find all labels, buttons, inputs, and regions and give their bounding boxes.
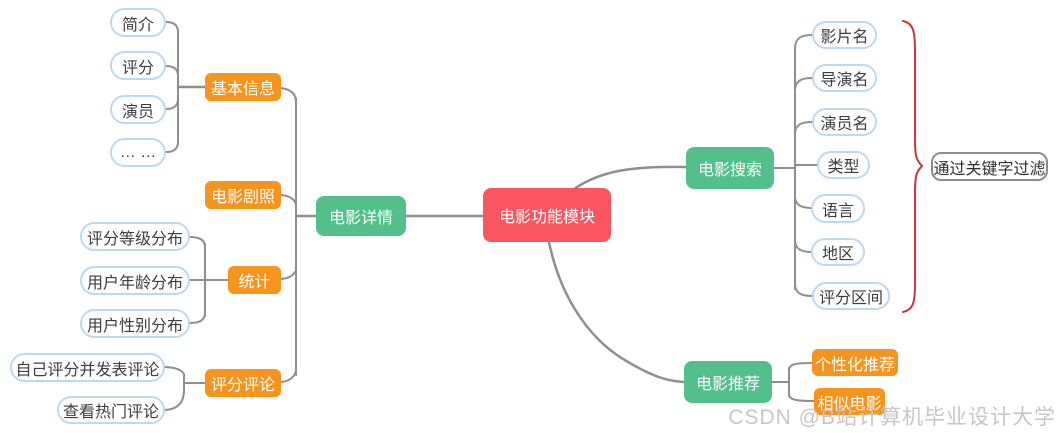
connector <box>794 77 813 92</box>
connector <box>794 195 812 209</box>
leaf-film-name[interactable]: 影片名 <box>812 21 877 49</box>
connector <box>547 240 686 384</box>
connector <box>280 87 297 103</box>
leaf-user-gender-dist[interactable]: 用户性别分布 <box>80 309 190 338</box>
node-comments[interactable]: 评分评论 <box>205 369 281 397</box>
leaf-rating[interactable]: 评分 <box>110 51 166 80</box>
branch-movie-recommend[interactable]: 电影推荐 <box>684 361 772 403</box>
node-personalized-recommend[interactable]: 个性化推荐 <box>812 349 898 376</box>
connector <box>280 370 297 383</box>
note-keyword-filter[interactable]: 通过关键字过滤 <box>931 152 1048 181</box>
connector <box>788 393 815 402</box>
connector <box>165 21 179 33</box>
connector-lines <box>164 21 818 411</box>
leaf-genre[interactable]: 类型 <box>817 151 870 179</box>
leaf-region[interactable]: 地区 <box>811 238 865 266</box>
node-stills[interactable]: 电影剧照 <box>205 181 281 209</box>
connector <box>788 362 813 371</box>
leaf-view-hot-reviews[interactable]: 查看热门评论 <box>57 396 165 424</box>
leaf-ellipsis[interactable]: … … <box>110 138 166 167</box>
node-statistics[interactable]: 统计 <box>228 266 281 294</box>
leaf-rating-level-dist[interactable]: 评分等级分布 <box>80 222 190 251</box>
connector <box>165 141 179 153</box>
branch-movie-search[interactable]: 电影搜索 <box>686 147 774 189</box>
brace <box>902 20 924 313</box>
connector <box>572 165 688 191</box>
connector <box>165 98 179 110</box>
connector <box>280 269 297 280</box>
leaf-actors[interactable]: 演员 <box>110 95 166 124</box>
connector <box>164 389 185 411</box>
leaf-rating-range[interactable]: 评分区间 <box>812 282 890 310</box>
leaf-intro[interactable]: 简介 <box>110 8 166 37</box>
csdn-watermark: CSDN @B站计算机毕业设计大学 <box>728 406 1056 429</box>
connector <box>794 121 813 135</box>
connector <box>280 194 297 205</box>
leaf-director-name[interactable]: 导演名 <box>812 64 877 92</box>
connector <box>189 312 206 324</box>
connector <box>164 366 185 377</box>
connector <box>794 34 813 50</box>
leaf-actor-name[interactable]: 演员名 <box>812 108 877 136</box>
connector <box>165 65 179 77</box>
node-similar-movies[interactable]: 相似电影 <box>814 388 885 415</box>
branch-movie-detail[interactable]: 电影详情 <box>316 196 406 236</box>
leaf-post-own-review[interactable]: 自己评分并发表评论 <box>10 353 165 382</box>
leaf-user-age-dist[interactable]: 用户年龄分布 <box>80 266 190 295</box>
leaf-language[interactable]: 语言 <box>811 194 865 223</box>
node-basic-info[interactable]: 基本信息 <box>205 73 281 101</box>
connector <box>794 283 813 297</box>
connector <box>794 239 812 253</box>
connector <box>189 236 206 248</box>
root-movie-module[interactable]: 电影功能模块 <box>483 188 611 242</box>
